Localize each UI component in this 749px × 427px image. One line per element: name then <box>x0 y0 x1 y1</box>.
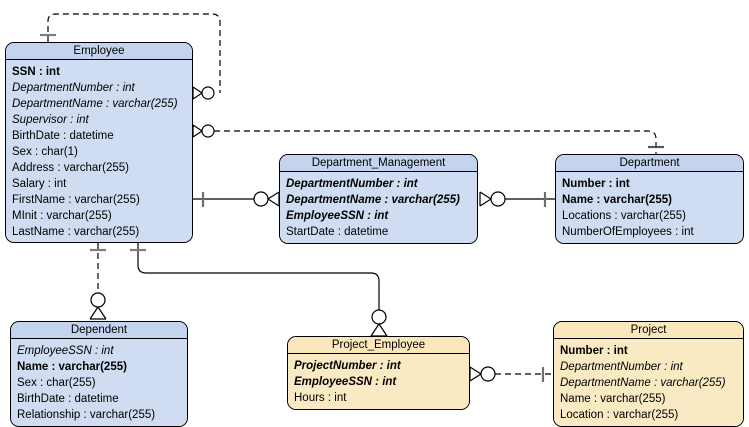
attribute-row: Locations : varchar(255) <box>562 210 687 222</box>
entity-attributes-employee: SSN : int DepartmentNumber : int Departm… <box>6 60 192 242</box>
entity-project[interactable]: Project Number : int DepartmentNumber : … <box>553 321 744 427</box>
entity-attributes-department: Number : int Name : varchar(255) Locatio… <box>556 172 743 243</box>
attribute-row: NumberOfEmployees : int <box>562 226 694 238</box>
entity-title-department-management: Department_Management <box>280 155 477 172</box>
entity-title-project-employee: Project_Employee <box>288 337 469 354</box>
entity-title-employee: Employee <box>6 43 192 60</box>
attribute-row: BirthDate : datetime <box>17 393 119 405</box>
entity-project-employee[interactable]: Project_Employee ProjectNumber : int Emp… <box>287 336 470 410</box>
attribute-row: Relationship : varchar(255) <box>17 409 156 421</box>
connector-project-employee-project <box>469 366 553 382</box>
attribute-row: DepartmentName : varchar(255) <box>12 98 178 110</box>
attribute-row: MInit : varchar(255) <box>12 210 112 222</box>
entity-dependent[interactable]: Dependent EmployeeSSN : int Name : varch… <box>10 321 188 427</box>
entity-department-management[interactable]: Department_Management DepartmentNumber :… <box>279 154 478 244</box>
entity-department[interactable]: Department Number : int Name : varchar(2… <box>555 154 744 244</box>
attribute-row: Address : varchar(255) <box>12 162 129 174</box>
attribute-row: DepartmentName : varchar(255) <box>560 377 726 389</box>
attribute-row: Name : varchar(255) <box>562 194 672 206</box>
entity-employee[interactable]: Employee SSN : int DepartmentNumber : in… <box>5 42 193 243</box>
attribute-row: DepartmentName : varchar(255) <box>286 194 460 206</box>
entity-title-dependent: Dependent <box>11 322 187 339</box>
attribute-row: EmployeeSSN : int <box>286 210 389 222</box>
entity-title-project: Project <box>554 322 743 339</box>
attribute-row: Sex : char(1) <box>12 146 78 158</box>
attribute-row: FirstName : varchar(255) <box>12 194 140 206</box>
attribute-row: Supervisor : int <box>12 114 89 126</box>
attribute-row: StartDate : datetime <box>286 226 389 238</box>
attribute-row: DepartmentNumber : int <box>12 82 135 94</box>
connector-department-management-department <box>479 191 555 207</box>
connector-employee-dependent <box>89 243 107 320</box>
connector-employee-department <box>192 124 664 154</box>
attribute-row: Salary : int <box>12 178 67 190</box>
entity-attributes-department-management: DepartmentNumber : int DepartmentName : … <box>280 172 477 243</box>
entity-title-department: Department <box>556 155 743 172</box>
attribute-row: Name : varchar(255) <box>17 361 127 373</box>
attribute-row: Name : varchar(255) <box>560 393 666 405</box>
attribute-row: Location : varchar(255) <box>560 409 679 421</box>
attribute-row: EmployeeSSN : int <box>17 345 114 357</box>
attribute-row: Number : int <box>560 345 628 357</box>
attribute-row: DepartmentNumber : int <box>286 178 418 190</box>
entity-attributes-dependent: EmployeeSSN : int Name : varchar(255) Se… <box>11 339 187 426</box>
attribute-row: EmployeeSSN : int <box>294 376 397 388</box>
entity-attributes-project-employee: ProjectNumber : int EmployeeSSN : int Ho… <box>288 354 469 409</box>
attribute-row: LastName : varchar(255) <box>12 226 140 238</box>
connector-employee-department-management <box>193 191 280 207</box>
attribute-row: SSN : int <box>12 66 60 78</box>
attribute-row: ProjectNumber : int <box>294 360 401 372</box>
attribute-row: Sex : char(255) <box>17 377 96 389</box>
attribute-row: Hours : int <box>294 392 347 404</box>
attribute-row: DepartmentNumber : int <box>560 361 683 373</box>
attribute-row: Number : int <box>562 178 630 190</box>
attribute-row: BirthDate : datetime <box>12 130 114 142</box>
entity-attributes-project: Number : int DepartmentNumber : int Depa… <box>554 339 743 426</box>
